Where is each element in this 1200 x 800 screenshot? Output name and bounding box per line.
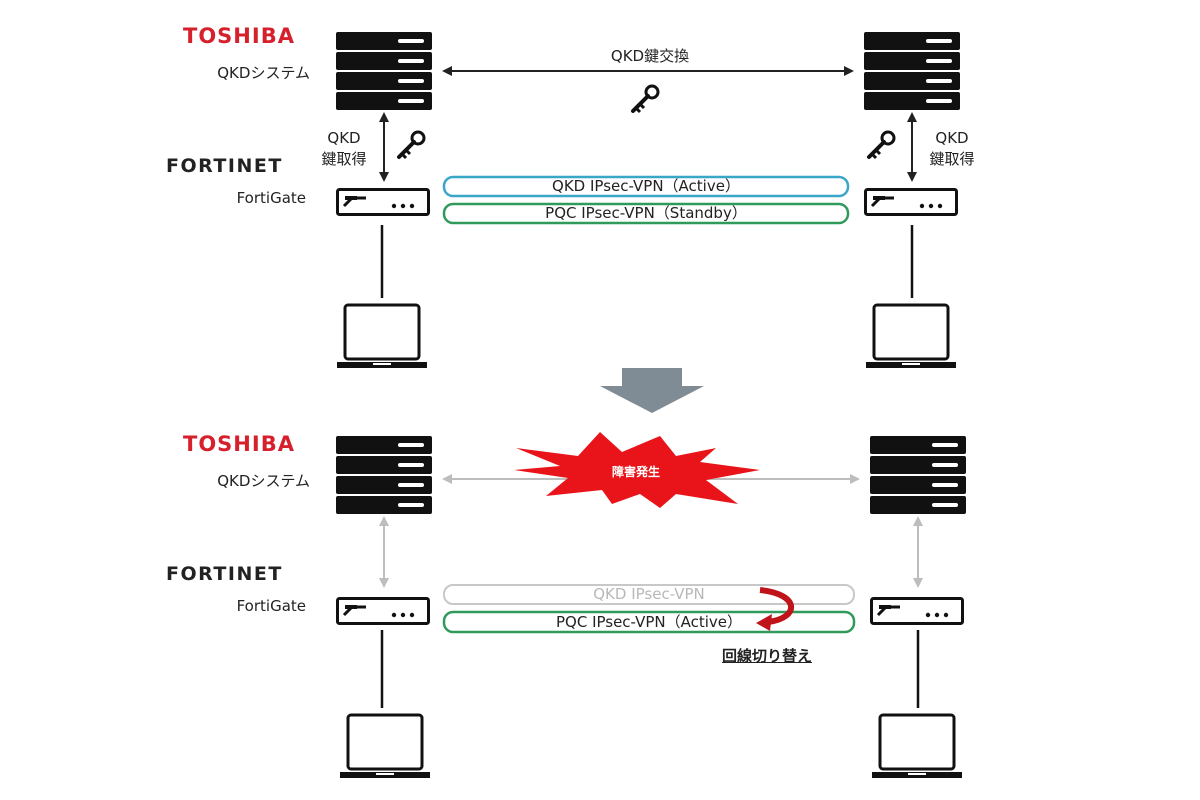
firewall-icon xyxy=(336,597,430,625)
failure-label: 障害発生 xyxy=(612,465,661,479)
fortigate-label: FortiGate xyxy=(236,597,306,615)
key-acquire-label-left: QKD 鍵取得 xyxy=(318,128,370,170)
key-icon xyxy=(397,130,426,160)
key-acquire-line-2: 鍵取得 xyxy=(929,150,975,168)
laptop-icon xyxy=(864,303,958,370)
key-icon xyxy=(867,130,896,160)
key-acquire-line-1: QKD xyxy=(935,129,969,147)
qkd-system-label: QKDシステム xyxy=(217,64,310,82)
tunnel-active-label: PQC IPsec-VPN（Active） xyxy=(555,613,743,631)
key-acquire-label-right: QKD 鍵取得 xyxy=(926,128,978,170)
firewall-icon xyxy=(336,188,430,216)
fortinet-logo: FORTINET xyxy=(166,155,283,177)
pqc-tunnel xyxy=(442,202,850,225)
toshiba-logo: TOSHIBA xyxy=(183,24,295,48)
laptop-icon xyxy=(338,713,432,780)
toshiba-logo: TOSHIBA xyxy=(183,432,295,456)
server-icon xyxy=(870,436,966,514)
failure-burst-icon xyxy=(514,432,760,508)
key-exchange-label: QKD鍵交換 xyxy=(610,47,690,65)
firewall-icon xyxy=(864,188,958,216)
qkd-system-label: QKDシステム xyxy=(217,472,310,490)
tunnel-down-label: QKD IPsec-VPN xyxy=(593,585,705,603)
tunnel-standby-label: PQC IPsec-VPN（Standby） xyxy=(545,204,747,222)
server-icon xyxy=(336,436,432,514)
laptop-icon xyxy=(335,303,429,370)
fortinet-logo: FORTINET xyxy=(166,563,283,585)
server-icon xyxy=(336,32,432,110)
tunnel-active-label: QKD IPsec-VPN（Active） xyxy=(552,177,740,195)
laptop-icon xyxy=(870,713,964,780)
key-acquire-line-1: QKD xyxy=(327,129,361,147)
curved-arrow-icon xyxy=(759,587,794,625)
pqc-tunnel-active xyxy=(442,610,856,634)
switchover-label: 回線切り替え xyxy=(722,647,813,665)
server-icon xyxy=(864,32,960,110)
qkd-tunnel xyxy=(442,175,850,198)
key-acquire-line-2: 鍵取得 xyxy=(321,150,367,168)
fortigate-label: FortiGate xyxy=(236,189,306,207)
firewall-icon xyxy=(870,597,964,625)
down-arrow-icon xyxy=(600,368,704,413)
qkd-tunnel-down xyxy=(443,584,855,605)
key-icon xyxy=(631,84,660,114)
